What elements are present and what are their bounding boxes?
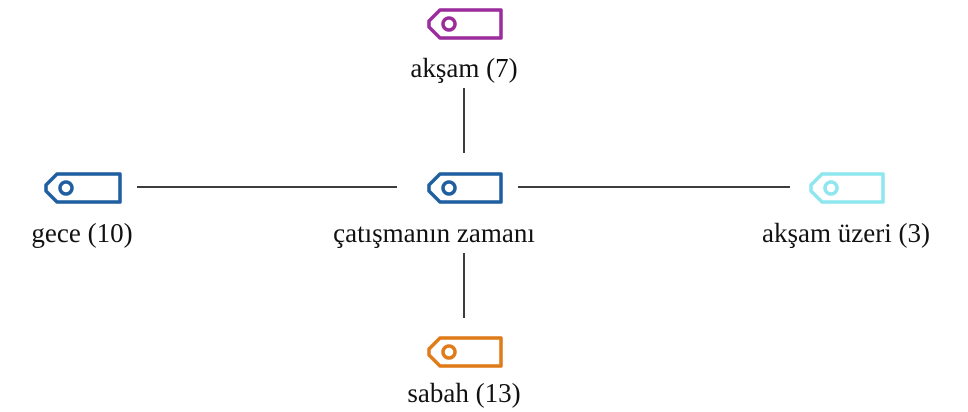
node-center-label: çatışmanın zamanı bbox=[333, 218, 535, 248]
node-left: gece (10) bbox=[31, 172, 133, 248]
node-top-label: akşam (7) bbox=[410, 53, 517, 83]
node-bottom-label: sabah (13) bbox=[407, 378, 520, 408]
node-left-label: gece (10) bbox=[31, 218, 132, 248]
tag-icon bbox=[427, 172, 503, 204]
node-top: akşam (7) bbox=[410, 8, 518, 83]
node-right-label: akşam üzeri (3) bbox=[762, 218, 930, 248]
node-bottom: sabah (13) bbox=[407, 336, 521, 408]
node-center: çatışmanın zamanı bbox=[333, 172, 535, 248]
tag-icon bbox=[427, 8, 503, 40]
tag-icon bbox=[44, 172, 122, 204]
node-right: akşam üzeri (3) bbox=[762, 172, 930, 248]
tag-icon bbox=[427, 336, 503, 368]
tag-icon bbox=[809, 172, 885, 204]
